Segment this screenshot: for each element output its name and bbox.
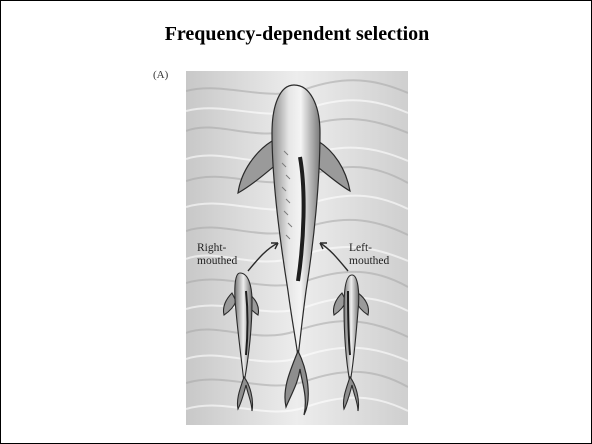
slide-title: Frequency-dependent selection: [1, 23, 592, 46]
panel-label: (A): [153, 69, 168, 81]
right-mouthed-label-line2: mouthed: [197, 255, 237, 268]
left-mouthed-label: Left- mouthed: [349, 242, 389, 268]
right-mouthed-label: Right- mouthed: [197, 242, 237, 268]
right-mouthed-label-line1: Right-: [197, 242, 237, 255]
left-mouthed-label-line2: mouthed: [349, 255, 389, 268]
left-mouthed-label-line1: Left-: [349, 242, 389, 255]
